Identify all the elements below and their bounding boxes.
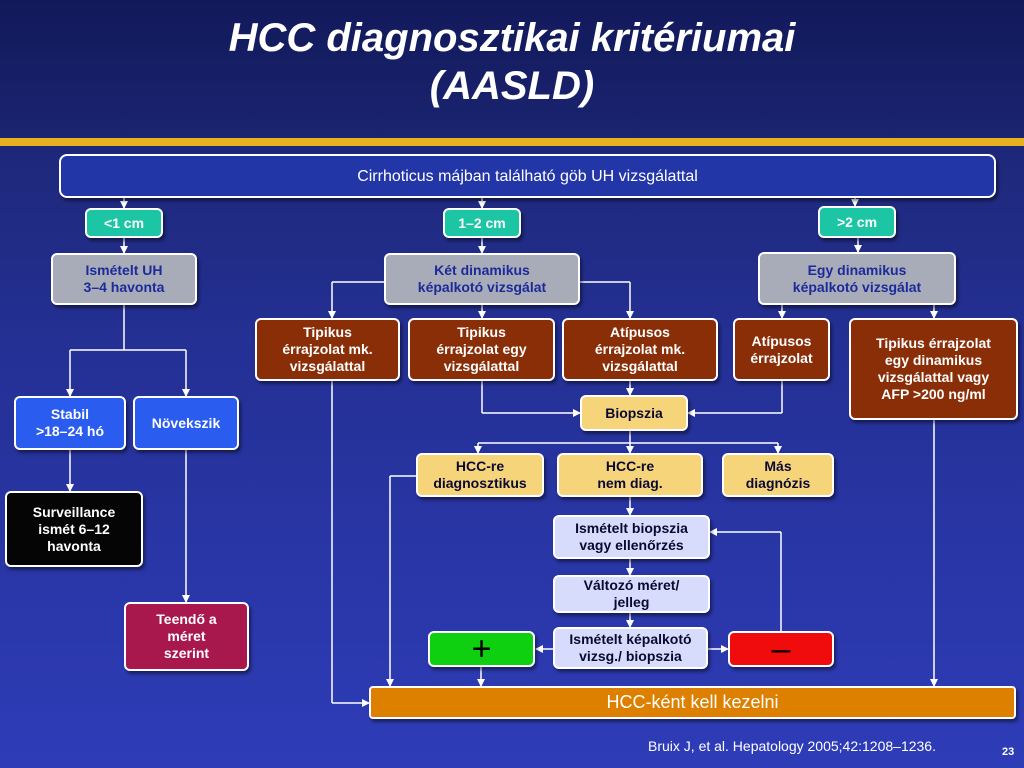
other-diagnosis-box: Más diagnózis [722, 453, 834, 497]
stable-box: Stabil >18–24 hó [14, 396, 126, 450]
two-dynamic-imaging-box: Két dinamikus képalkotó vizsgálat [384, 253, 580, 305]
biopsy-box: Biopszia [580, 395, 688, 431]
citation: Bruix J, et al. Hepatology 2005;42:1208–… [648, 738, 936, 754]
repeat-biopsy-box: Ismételt biopszia vagy ellenőrzés [553, 515, 710, 559]
changing-size-box: Változó méret/ jelleg [553, 575, 710, 613]
hcc-nondiagnostic-box: HCC-re nem diag. [557, 453, 703, 497]
slide-title: HCC diagnosztikai kritériumai (AASLD) [0, 14, 1024, 110]
repeat-imaging-box: Ismételt képalkotó vizsg./ biopszia [553, 627, 708, 669]
typical-both-box: Tipikus érrajzolat mk. vizsgálattal [255, 318, 400, 381]
hcc-diagnostic-box: HCC-re diagnosztikus [416, 453, 544, 497]
surveillance-box: Surveillance ismét 6–12 havonta [5, 491, 143, 567]
typical-one-box: Tipikus érrajzolat egy vizsgálattal [408, 318, 555, 381]
page-number: 23 [1002, 746, 1015, 758]
title-line-2: (AASLD) [429, 64, 595, 108]
by-size-box: Teendő a méret szerint [124, 602, 249, 671]
treat-as-hcc-box: HCC-ként kell kezelni [369, 686, 1016, 719]
header-band [0, 0, 1024, 138]
size-large-box: >2 cm [818, 206, 896, 238]
positive-result-box: + [428, 631, 535, 667]
typical-afp-box: Tipikus érrajzolat egy dinamikus vizsgál… [849, 318, 1018, 420]
growing-box: Növekszik [133, 396, 239, 450]
size-mid-box: 1–2 cm [443, 208, 521, 238]
one-dynamic-imaging-box: Egy dinamikus képalkotó vizsgálat [758, 252, 956, 305]
repeat-us-box: Ismételt UH 3–4 havonta [51, 253, 197, 305]
gold-divider [0, 138, 1024, 146]
atypical-box: Atípusos érrajzolat [733, 318, 830, 381]
size-small-box: <1 cm [85, 208, 163, 238]
atypical-both-box: Atípusos érrajzolat mk. vizsgálattal [562, 318, 718, 381]
title-line-1: HCC diagnosztikai kritériumai [228, 16, 796, 60]
nodule-found-box: Cirrhoticus májban található göb UH vizs… [59, 154, 996, 198]
negative-result-box: – [728, 631, 834, 667]
